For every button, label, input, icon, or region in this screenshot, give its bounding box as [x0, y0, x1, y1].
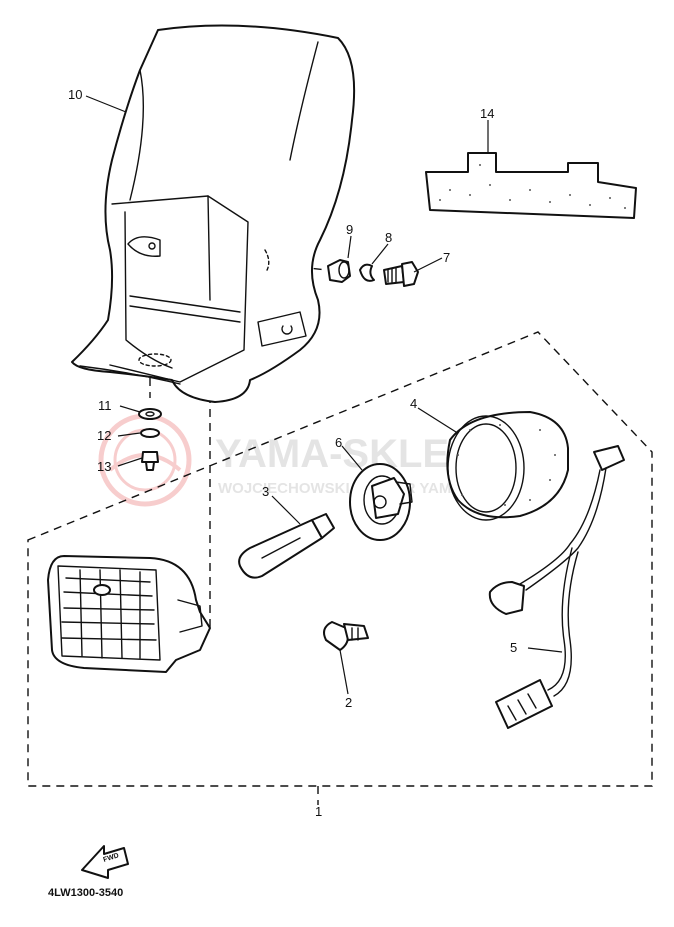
part-1-headlight-unit: [47, 555, 211, 673]
part-7-bolt: [383, 261, 419, 287]
callout-3: 3: [262, 484, 269, 499]
part-14-foam-strip: [425, 152, 637, 219]
diagram-code: 4LW1300-3540: [48, 887, 124, 899]
part-2-pilot-bulb: [323, 621, 369, 651]
callout-6: 6: [335, 435, 342, 450]
callout-8: 8: [385, 230, 392, 245]
callout-4: 4: [410, 396, 417, 411]
fwd-label: FWD: [102, 852, 119, 864]
callout-14: 14: [480, 106, 494, 121]
callout-13: 13: [97, 459, 111, 474]
part-12-lock-washer: [140, 428, 160, 438]
callout-1: 1: [315, 804, 322, 819]
forward-direction-arrow: FWD: [81, 845, 129, 879]
part-3-headlight-bulb: [238, 513, 335, 579]
part-4-headlight-housing: [446, 411, 569, 521]
part-6-bulb-socket: [349, 463, 413, 541]
callout-7: 7: [443, 250, 450, 265]
part-8-collar: [359, 263, 375, 282]
callout-9: 9: [346, 222, 353, 237]
part-13-screw: [141, 451, 159, 471]
part-5-wire-harness: [488, 445, 625, 729]
callout-10: 10: [68, 87, 82, 102]
callout-11: 11: [98, 398, 112, 413]
part-9-grommet: [327, 259, 351, 283]
part-10-headlight-cowl: [71, 24, 356, 403]
part-11-washer: [138, 408, 162, 420]
callout-2: 2: [345, 695, 352, 710]
callout-labels: 10 14 9 8 7 11 12 13 6 4 3 2 5 1: [68, 87, 517, 819]
callout-5: 5: [510, 640, 517, 655]
leader-lines: [85, 95, 563, 695]
callout-12: 12: [97, 428, 111, 443]
